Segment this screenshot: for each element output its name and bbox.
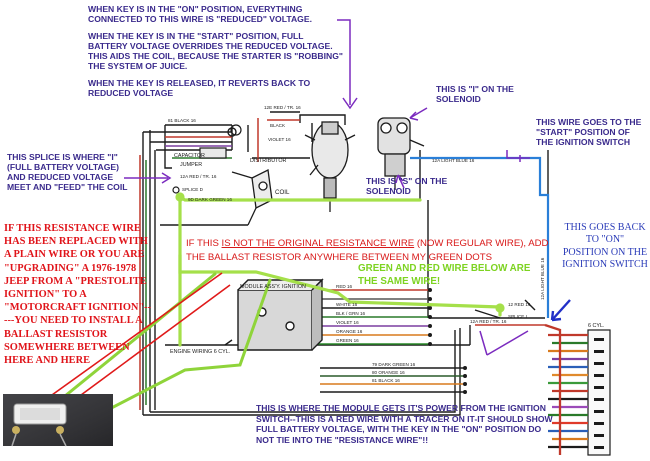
label-red-tr-splice: 12A RED / TR. 16 (470, 319, 507, 324)
label-jumper: JUMPER (180, 162, 202, 168)
note-resistance-wire: IF THIS RESISTANCE WIRE HAS BEEN REPLACE… (4, 223, 152, 367)
note-on-switch: THIS GOES BACK TO "ON" POSITION ON THE I… (562, 222, 648, 271)
note-s-solenoid: THIS IS "S" ON THE SOLENOID (366, 176, 448, 196)
purple-callouts (124, 19, 530, 356)
note-splice: THIS SPLICE IS WHERE "I" (FULL BATTERY V… (7, 152, 128, 192)
note-module-power: THIS IS WHERE THE MODULE GETS IT'S POWER… (256, 403, 553, 445)
top-notes: WHEN KEY IS IN THE "ON" POSITION, EVERYT… (88, 4, 343, 105)
label-light-blue-vertical: 12A LIGHT BLUE 16 (540, 257, 545, 300)
note-on-position: WHEN KEY IS IN THE "ON" POSITION, EVERYT… (88, 4, 312, 24)
on-position-arrow (550, 299, 571, 322)
label-six-cyl: 6 CYL. (588, 323, 604, 329)
label-black: BLACK (270, 123, 286, 128)
note-released: WHEN THE KEY IS RELEASED, IT REVERTS BAC… (88, 78, 311, 98)
green-dots (175, 192, 505, 313)
label-splice-l: SPLICE L (508, 314, 529, 319)
ballast-text-pre: IF THIS (186, 238, 222, 249)
label-black-16a: 81 BLACK 16 (168, 118, 196, 123)
label-orange-16c: 80 ORANGE 16 (372, 370, 405, 375)
label-engine-wiring: ENGINE WIRING 6 CYL. (170, 349, 230, 355)
solenoid-drawing (377, 117, 425, 190)
light-blue-wire (410, 156, 550, 318)
note-start-position: WHEN THE KEY IS IN THE "START" POSITION,… (88, 31, 343, 71)
label-module: MODULE ASS'Y. IGNITION (240, 284, 306, 290)
red-pointers (37, 272, 231, 413)
connector-block (544, 323, 611, 456)
label-black-16c: 81 BLACK 16 (372, 378, 400, 383)
ballast-text-post: (NOW REGULAR WIRE), ADD THE BALLAST RESI… (186, 238, 549, 263)
note-same-wire: GREEN AND RED WIRE BELOW ARE THE SAME WI… (358, 263, 531, 287)
label-splice-d: SPLICE D (182, 187, 204, 192)
label-violet16: VIOLET 16 (268, 137, 291, 142)
label-dark-green: 9D DARK GREEN 16 (188, 197, 232, 202)
label-red-16: RED 16 (336, 284, 353, 289)
capacitor-drawing (172, 147, 227, 194)
label-dark-green-16: 79 DARK GREEN 16 (372, 362, 416, 367)
label-green16: GREEN 16 (336, 338, 359, 343)
wire-labels: 81 BLACK 16 12E RED / TR. 16 BLACK VIOLE… (168, 105, 604, 383)
note-i-solenoid: THIS IS "I" ON THE SOLENOID (436, 84, 514, 104)
ballast-resistor-photo (3, 394, 113, 447)
coil-drawing (231, 169, 273, 226)
label-blk-grn: BLK / GRN 16 (336, 311, 366, 316)
label-red-tr16: 12E RED / TR. 16 (264, 105, 301, 110)
label-light-blue: 12A LIGHT BLUE 16 (432, 158, 475, 163)
label-distributor: DISTRIBUTOR (250, 158, 287, 164)
label-coil: COIL (275, 189, 290, 196)
note-start-wire: THIS WIRE GOES TO THE "START" POSITION O… (536, 117, 642, 147)
ignition-module-drawing (237, 278, 324, 351)
label-orange16: ORANGE 16 (336, 329, 363, 334)
label-white16: WHITE 16 (336, 302, 358, 307)
label-red-16r: 12 RED 16 (508, 302, 531, 307)
label-red-tr16b: 12A RED / TR. 16 (180, 174, 217, 179)
label-violet-16b: VIOLET 16 (336, 320, 359, 325)
distributor-drawing (304, 121, 356, 212)
note-ballast: IF THIS IS NOT THE ORIGINAL RESISTANCE W… (186, 237, 552, 265)
ballast-text-underline: IS NOT THE ORIGINAL RESISTANCE WIRE (221, 238, 415, 249)
label-capacitor: CAPACITOR (174, 153, 205, 159)
module-wires (310, 289, 545, 393)
wire-terminals (227, 124, 467, 394)
